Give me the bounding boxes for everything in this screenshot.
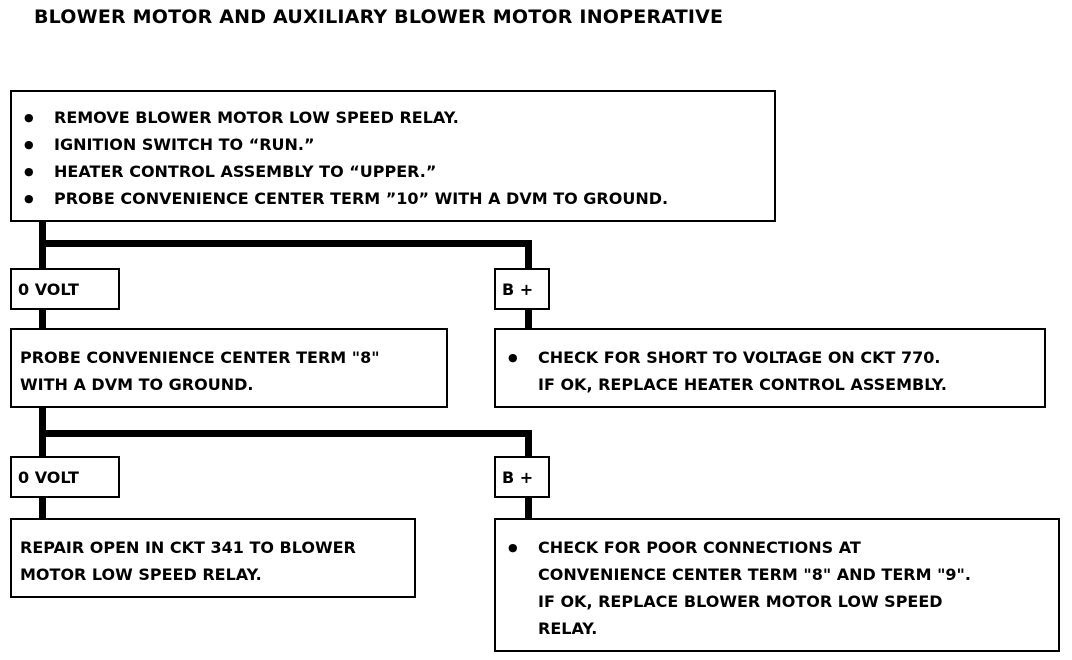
step1-bullet: HEATER CONTROL ASSEMBLY TO “UPPER.” (12, 158, 774, 185)
box-text: PROBE CONVENIENCE CENTER TERM "8" WITH A… (20, 348, 380, 394)
probe-term8-box: PROBE CONVENIENCE CENTER TERM "8" WITH A… (10, 328, 448, 408)
connector-line (525, 498, 532, 518)
result-label-0-volt: 0 VOLT (10, 456, 120, 498)
result-label-0-volt: 0 VOLT (10, 268, 120, 310)
repair-open-box: REPAIR OPEN IN CKT 341 TO BLOWER MOTOR L… (10, 518, 416, 598)
connector-line (39, 310, 46, 328)
connector-line (525, 310, 532, 328)
step1-box: REMOVE BLOWER MOTOR LOW SPEED RELAY. IGN… (10, 90, 776, 222)
result-label-b-plus: B + (494, 268, 550, 310)
box-text: REPAIR OPEN IN CKT 341 TO BLOWER MOTOR L… (20, 538, 356, 584)
connector-line (39, 430, 532, 437)
connector-line (525, 430, 532, 456)
check-short-box: CHECK FOR SHORT TO VOLTAGE ON CKT 770. I… (494, 328, 1046, 408)
check-connections-box: CHECK FOR POOR CONNECTIONS AT CONVENIENC… (494, 518, 1060, 652)
step1-bullet: IGNITION SWITCH TO “RUN.” (12, 131, 774, 158)
step1-bullet: REMOVE BLOWER MOTOR LOW SPEED RELAY. (12, 104, 774, 131)
connector-line (525, 240, 532, 268)
page-title: BLOWER MOTOR AND AUXILIARY BLOWER MOTOR … (34, 6, 724, 28)
connector-line (39, 240, 532, 247)
connector-line (39, 498, 46, 518)
result-label-b-plus: B + (494, 456, 550, 498)
box-text: CHECK FOR POOR CONNECTIONS AT CONVENIENC… (496, 520, 1058, 642)
step1-bullet: PROBE CONVENIENCE CENTER TERM ”10” WITH … (12, 185, 774, 212)
box-text: CHECK FOR SHORT TO VOLTAGE ON CKT 770. I… (496, 330, 1044, 398)
